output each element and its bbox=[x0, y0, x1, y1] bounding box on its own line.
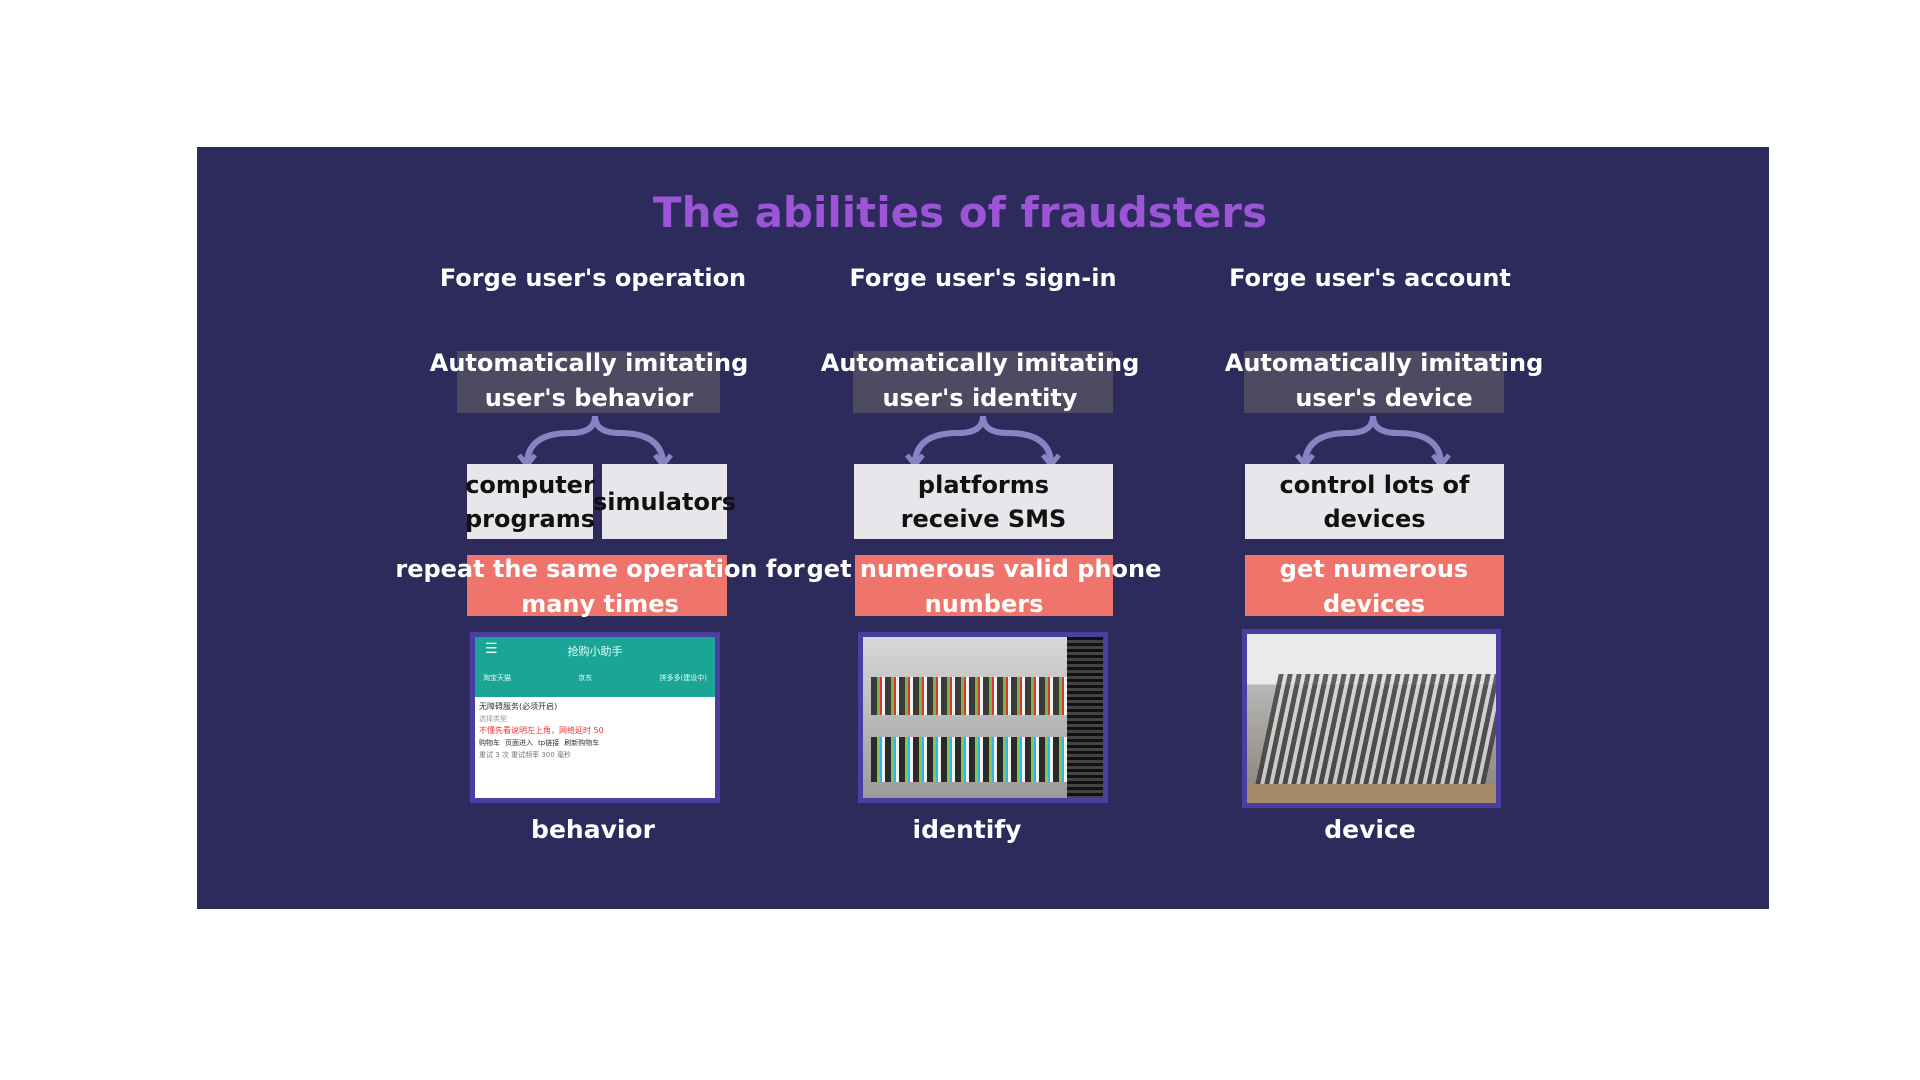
result-box-account bbox=[1245, 555, 1504, 616]
heading-sign-in: Forge user's sign-in bbox=[849, 264, 1117, 292]
device-farm-image bbox=[1242, 629, 1501, 808]
method-receive-sms: platforms receive SMS bbox=[854, 464, 1113, 539]
app-screenshot-image: ☰ 抢购小助手 淘宝天猫 京东 拼多多(建设中) 无障碍服务(必须开启) 选择类… bbox=[470, 632, 720, 803]
label-identify: identify bbox=[912, 815, 1022, 844]
label-behavior: behavior bbox=[531, 815, 655, 844]
result-text-account: get numerous devices bbox=[1279, 555, 1469, 618]
app-option: tp链接 bbox=[538, 739, 560, 747]
page-title: The abilities of fraudsters bbox=[652, 188, 1268, 237]
app-option: 刷新购物车 bbox=[564, 739, 600, 747]
app-title: 抢购小助手 bbox=[567, 645, 623, 658]
auto-box-device bbox=[1244, 351, 1504, 413]
result-text-operation: repeat the same operation for many times bbox=[395, 555, 805, 618]
brace-arrow-icon bbox=[1295, 415, 1451, 465]
heading-account: Forge user's account bbox=[1229, 264, 1511, 292]
result-text-sign-in: get numerous valid phone numbers bbox=[806, 555, 1162, 618]
auto-box-behavior bbox=[457, 351, 720, 413]
app-service: 无障碍服务(必须开启) bbox=[479, 702, 558, 711]
auto-text-behavior: Automatically imitating user's behavior bbox=[429, 349, 749, 412]
app-option: 购物车 bbox=[479, 739, 500, 747]
app-warning: 不懂先看说明左上角，网络延时 50 bbox=[479, 726, 604, 735]
menu-icon: ☰ bbox=[485, 641, 498, 657]
app-tab: 京东 bbox=[578, 674, 593, 682]
method-simulators: simulators bbox=[593, 464, 736, 539]
app-type-label: 选择类型 bbox=[479, 715, 507, 723]
label-device: device bbox=[1324, 815, 1416, 844]
sms-modem-pool-image bbox=[858, 632, 1108, 803]
auto-text-device: Automatically imitating user's device bbox=[1224, 349, 1544, 412]
result-box-operation bbox=[467, 555, 727, 616]
brace-arrow-icon bbox=[905, 415, 1061, 465]
result-box-sign-in bbox=[855, 555, 1113, 616]
brace-arrow-icon bbox=[517, 415, 673, 465]
method-control-devices: control lots of devices bbox=[1245, 464, 1504, 539]
app-retry: 重试 3 次 重试频率 300 毫秒 bbox=[479, 751, 571, 759]
app-tab: 拼多多(建设中) bbox=[659, 674, 707, 682]
auto-box-identity bbox=[853, 351, 1113, 413]
method-computer-programs: computer programs bbox=[465, 464, 595, 539]
heading-operation: Forge user's operation bbox=[439, 264, 747, 292]
app-tab: 淘宝天猫 bbox=[483, 674, 511, 682]
auto-text-identity: Automatically imitating user's identity bbox=[820, 349, 1140, 412]
app-option: 页面进入 bbox=[505, 739, 533, 747]
